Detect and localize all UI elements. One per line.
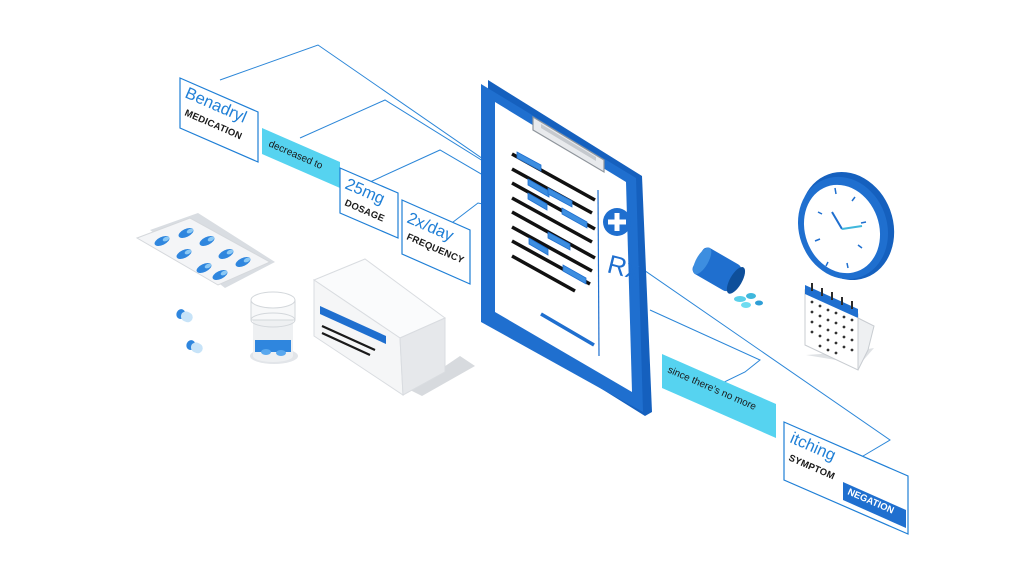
clipboard-highlights bbox=[516, 151, 588, 285]
capsule-icon bbox=[176, 309, 193, 323]
entity-itching: itching SYMPTOM NEGATION bbox=[783, 421, 909, 535]
negation-badge bbox=[843, 482, 906, 528]
pill-blister-pack-icon bbox=[135, 213, 275, 288]
entity-2x-day: 2x/day FREQUENCY bbox=[401, 199, 471, 285]
relation-decreased-to: decreased to bbox=[262, 128, 340, 188]
medical-cross-icon bbox=[603, 208, 631, 236]
entity-benadryl: Benadryl MEDICATION bbox=[179, 77, 259, 163]
medicine-box-icon bbox=[312, 258, 475, 396]
entity-25mg: 25mg DOSAGE bbox=[339, 167, 399, 239]
rx-symbol: Rx bbox=[605, 249, 643, 286]
clipboard-icon: Rx bbox=[481, 80, 652, 416]
capsule-icon bbox=[186, 340, 203, 354]
wall-clock-icon bbox=[797, 171, 895, 281]
connector-since bbox=[649, 309, 761, 387]
pill-bottle-icon bbox=[250, 291, 298, 364]
calendar-icon bbox=[804, 283, 875, 371]
relation-since-no-more: since there’s no more bbox=[662, 354, 776, 438]
spilled-pill-bottle-icon bbox=[692, 247, 763, 308]
